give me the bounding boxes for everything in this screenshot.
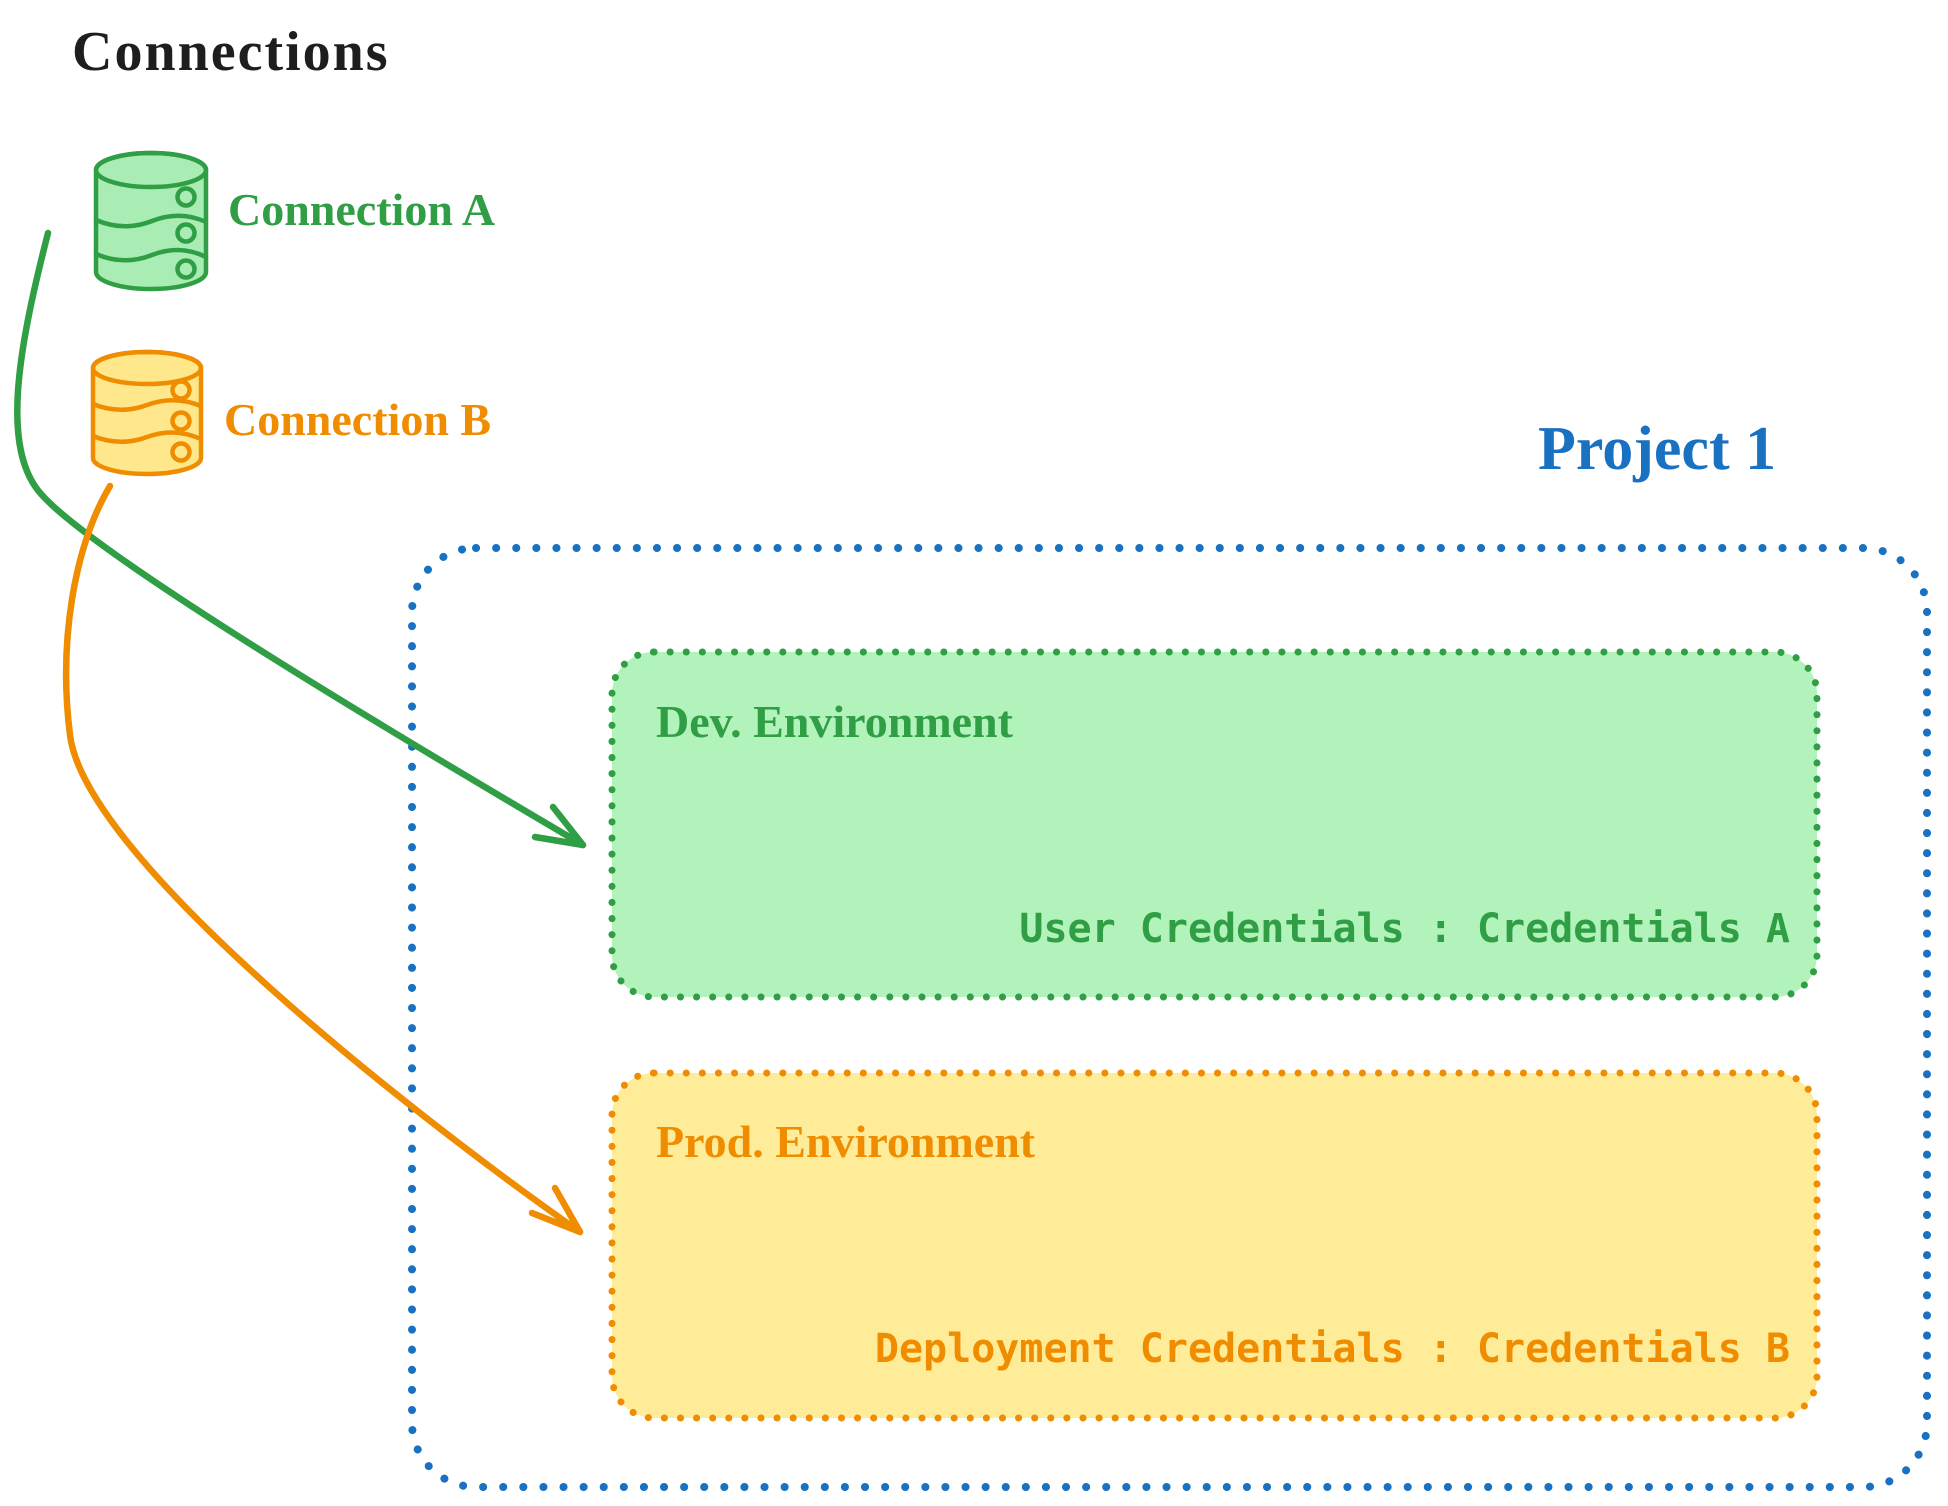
- connection-a-to-dev-arrow: [14, 229, 587, 849]
- connections-heading: Connections: [72, 21, 390, 83]
- prod-environment-title: Prod. Environment: [656, 1116, 1036, 1167]
- prod-environment-box: [608, 1069, 1821, 1422]
- connection-a-label: Connection A: [228, 184, 496, 235]
- project-box: [408, 544, 1931, 1491]
- arrowhead-icon: [531, 803, 587, 849]
- arrowhead-icon: [528, 1184, 584, 1236]
- prod-environment-credentials: Deployment Credentials : Credentials B: [874, 1326, 1790, 1372]
- dev-environment-title: Dev. Environment: [656, 696, 1013, 747]
- dev-environment-credentials: User Credentials : Credentials A: [1019, 906, 1790, 952]
- connection-a-database-icon: [93, 150, 209, 292]
- connection-b-label: Connection B: [224, 394, 492, 445]
- project-title: Project 1: [1538, 415, 1777, 483]
- connection-b-to-prod-arrow: [62, 482, 584, 1236]
- dev-environment-box: [608, 648, 1821, 1001]
- connection-b-database-icon: [90, 349, 204, 477]
